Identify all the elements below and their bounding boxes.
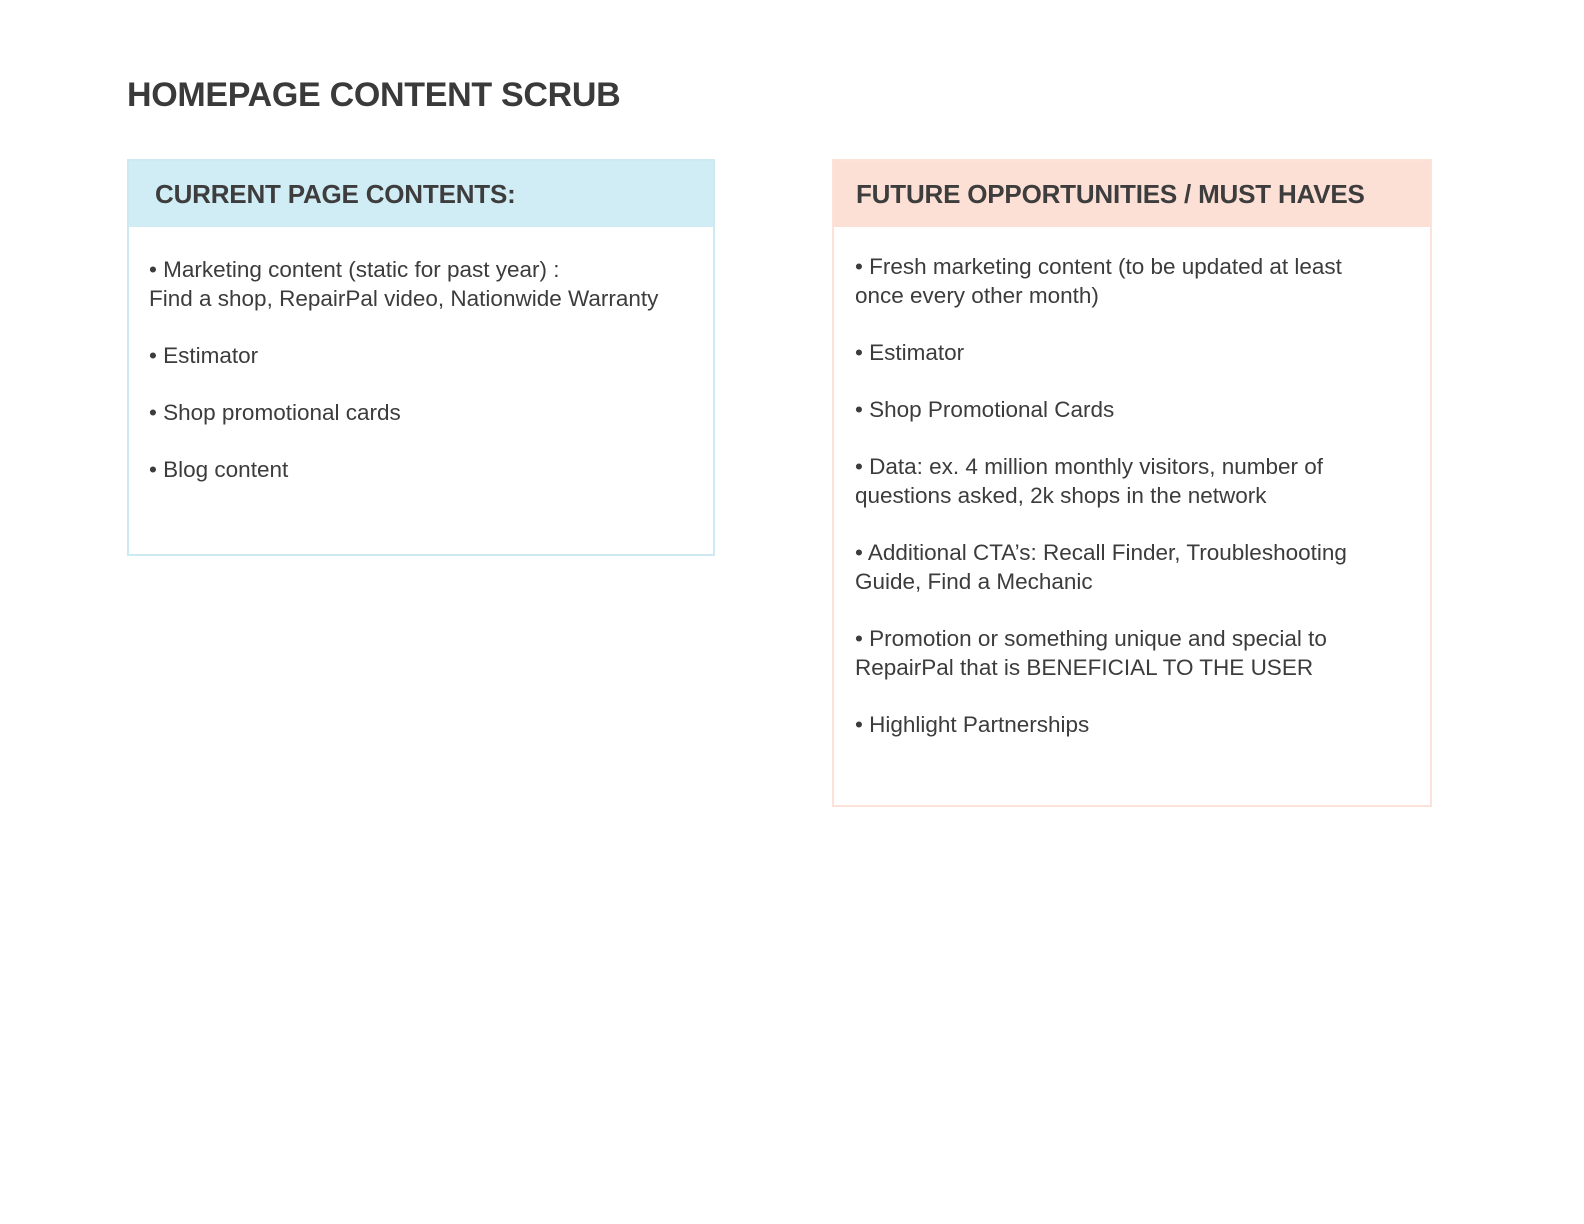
list-item: • Additional CTA’s: Recall Finder, Troub… [855, 540, 1347, 594]
future-opportunities-panel: FUTURE OPPORTUNITIES / MUST HAVES • Fres… [832, 159, 1432, 807]
list-item: • Shop promotional cards [149, 400, 401, 425]
current-page-contents-panel: CURRENT PAGE CONTENTS: • Marketing conte… [127, 159, 715, 556]
page-title: HOMEPAGE CONTENT SCRUB [127, 76, 621, 114]
current-page-contents-list: • Marketing content (static for past yea… [129, 227, 713, 484]
future-opportunities-heading: FUTURE OPPORTUNITIES / MUST HAVES [834, 161, 1430, 227]
list-item: • Blog content [149, 457, 289, 482]
list-item: • Marketing content (static for past yea… [149, 257, 659, 311]
list-item: • Estimator [149, 343, 259, 368]
future-opportunities-list: • Fresh marketing content (to be updated… [834, 227, 1430, 739]
list-item: • Promotion or something unique and spec… [855, 626, 1327, 680]
current-page-contents-heading: CURRENT PAGE CONTENTS: [129, 161, 713, 227]
list-item: • Estimator [855, 340, 965, 365]
list-item: • Shop Promotional Cards [855, 397, 1115, 422]
list-item: • Highlight Partnerships [855, 712, 1090, 737]
list-item: • Data: ex. 4 million monthly visitors, … [855, 454, 1324, 508]
list-item: • Fresh marketing content (to be updated… [855, 254, 1342, 308]
